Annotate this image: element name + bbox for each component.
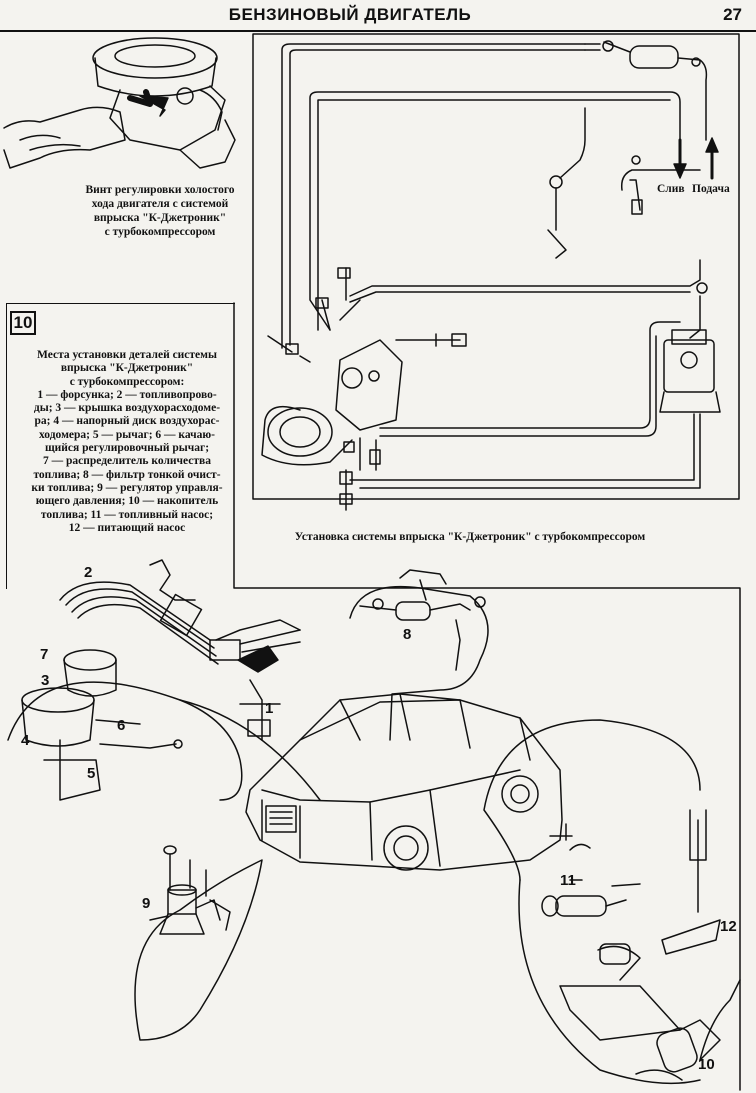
callout-7: 7 — [40, 646, 49, 663]
legend-line: ющего давления; 10 — накопитель — [35, 495, 219, 508]
fuel-lines-schematic — [261, 40, 721, 511]
detail-bubbles — [7, 585, 701, 1085]
legend-line: Места установки деталей системы — [37, 349, 217, 361]
page-header: БЕНЗИНОВЫЙ ДВИГАТЕЛЬ 27 — [0, 0, 756, 32]
callout-1: 1 — [265, 700, 274, 717]
figure-number: 10 — [10, 311, 36, 335]
fuel-system-diagram-frame — [252, 33, 740, 500]
figure-legend: Места установки деталей системы впрыска … — [14, 349, 240, 535]
engine-idle-screw-drawing — [3, 37, 236, 169]
legend-line: 12 — питающий насос — [68, 521, 186, 534]
main-figure-frame — [233, 302, 741, 1091]
supply-label: Подача — [692, 183, 730, 195]
legend-line: 1 — форсунка; 2 — топливопрово- — [37, 388, 217, 401]
legend-frame — [6, 303, 235, 589]
legend-line: ки топлива; 9 — регулятор управля- — [31, 481, 223, 494]
drain-label: Слив — [657, 183, 685, 195]
legend-line: топлива; 11 — топливный насос; — [40, 508, 214, 521]
page-number: 27 — [723, 5, 742, 24]
legend-line: впрыска "К-Джетроник" — [60, 362, 194, 375]
fuel-distributor-detail — [21, 559, 301, 801]
legend-line: топлива; 8 — фильтр тонкой очист- — [33, 468, 221, 481]
callout-4: 4 — [21, 732, 30, 749]
caption-line: с турбокомпрессором — [104, 226, 216, 238]
legend-line: с турбокомпрессором: — [69, 375, 185, 388]
callout-9: 9 — [142, 895, 151, 912]
callout-11: 11 — [560, 872, 576, 889]
section-title: БЕНЗИНОВЫЙ ДВИГАТЕЛЬ — [228, 5, 472, 24]
legend-line: ра; 4 — напорный диск воздухорас- — [34, 415, 220, 428]
fuel-pump-detail — [541, 809, 741, 1081]
legend-line: щийся регулировочный рычаг; — [44, 442, 210, 455]
turbo-system-caption: Установка системы впрыска "К-Джетроник" … — [294, 531, 646, 543]
car-drawing — [245, 693, 563, 871]
legend-line: ды; 3 — крышка воздухорасходоме- — [33, 402, 221, 415]
callout-3: 3 — [41, 672, 50, 689]
caption-line: хода двигателя с системой — [91, 198, 229, 210]
callout-10: 10 — [698, 1056, 715, 1073]
legend-line: 7 — распределитель количества — [43, 455, 211, 468]
caption-line: впрыска "К-Джетроник" — [93, 212, 227, 224]
fuel-filter-detail — [359, 569, 486, 671]
callout-5: 5 — [87, 765, 96, 782]
callout-12: 12 — [720, 918, 737, 935]
warm-up-regulator-detail — [149, 845, 231, 935]
callout-6: 6 — [117, 717, 126, 734]
caption-line: Винт регулировки холостого — [85, 184, 235, 196]
callout-8: 8 — [403, 626, 412, 643]
legend-line: ходомера; 5 — рычаг; 6 — качаю- — [39, 428, 215, 441]
callout-2: 2 — [84, 564, 93, 581]
